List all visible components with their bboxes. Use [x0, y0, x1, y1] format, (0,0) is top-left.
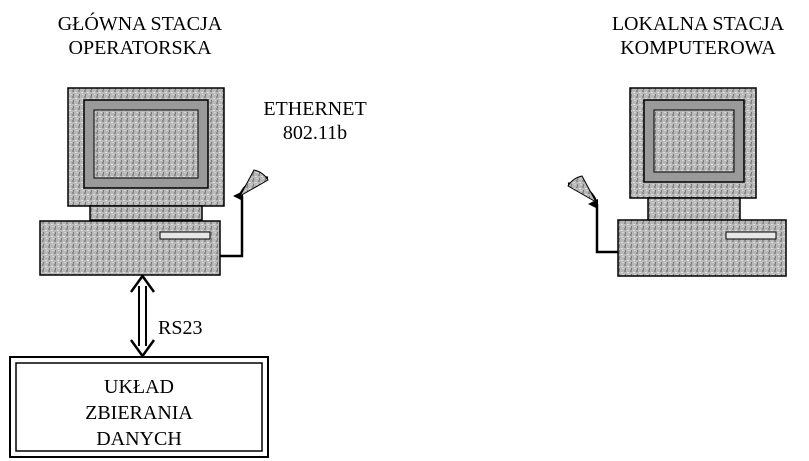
- acquisition-box-line1: UKŁAD: [16, 374, 262, 400]
- double-arrow-icon: [131, 276, 154, 356]
- local-antenna-icon: [568, 176, 618, 252]
- local-station-title-line1: LOKALNA STACJA: [592, 12, 804, 36]
- main-antenna-icon: [220, 170, 268, 256]
- local-computer-icon: [618, 88, 786, 276]
- network-label-line1: ETHERNET: [255, 97, 375, 121]
- main-computer-icon: [40, 88, 224, 275]
- network-label-line2: 802.11b: [255, 121, 375, 145]
- serial-link-label: RS23: [158, 316, 202, 340]
- main-station-title-line2: OPERATORSKA: [40, 36, 240, 60]
- acquisition-box-line2: ZBIERANIA: [16, 400, 262, 426]
- main-station-title-line1: GŁÓWNA STACJA: [40, 12, 240, 36]
- local-station-title-line2: KOMPUTEROWA: [592, 36, 804, 60]
- acquisition-box-line3: DANYCH: [16, 426, 262, 452]
